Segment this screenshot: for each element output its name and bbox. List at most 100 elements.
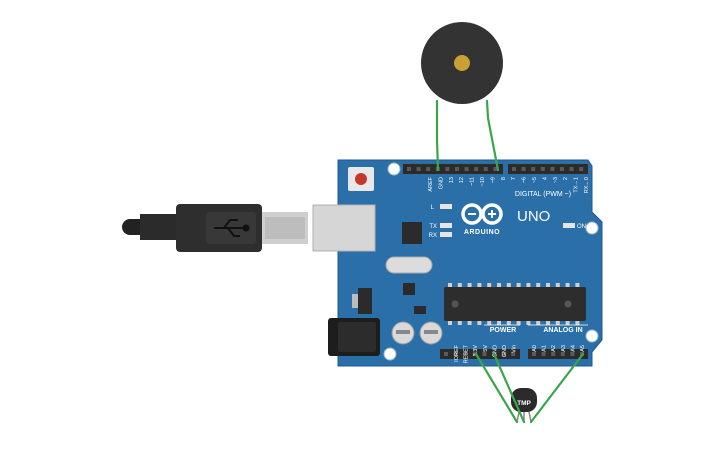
pin-hole[interactable] — [445, 167, 450, 171]
pin-hole[interactable] — [483, 167, 488, 171]
mcu-pin — [575, 283, 580, 287]
pin-hole[interactable] — [521, 167, 526, 171]
mcu-pin — [448, 283, 452, 287]
analog-header-title: ANALOG IN — [543, 327, 582, 334]
mcu-pin — [506, 321, 511, 325]
wires[interactable] — [435, 99, 585, 424]
pin-hole[interactable] — [570, 352, 575, 356]
pin-hole[interactable] — [416, 167, 421, 171]
pin-label: A5 — [580, 345, 586, 352]
pin-hole[interactable] — [426, 167, 431, 171]
sensor-label: TMP — [517, 400, 531, 407]
mcu-pin — [467, 283, 472, 287]
mcu-pin — [536, 283, 541, 287]
digital-header-right — [508, 164, 588, 174]
pin-label: GND — [438, 177, 444, 189]
pin-label: A2 — [551, 345, 557, 352]
pin-label: AREF — [428, 176, 434, 191]
mcu-pin — [477, 283, 482, 287]
mounting-hole — [585, 329, 599, 343]
mcu-pin — [575, 321, 580, 325]
pin-hole[interactable] — [541, 352, 546, 356]
pin-label: ~11 — [470, 177, 476, 186]
mcu-pin — [457, 283, 462, 287]
led-rx-label: RX — [429, 233, 437, 239]
pin-hole[interactable] — [551, 352, 556, 356]
sensor-leg — [528, 411, 532, 423]
pin-hole[interactable] — [560, 352, 565, 356]
pin-hole[interactable] — [407, 167, 411, 171]
analog-header — [528, 349, 588, 359]
pin-hole[interactable] — [474, 167, 479, 171]
digital-header-left — [403, 164, 503, 174]
reset-button[interactable] — [355, 173, 367, 185]
led-tx — [440, 223, 452, 228]
wire-buzzer-gnd[interactable] — [435, 99, 440, 172]
pin-hole[interactable] — [569, 167, 574, 171]
sensor-leg — [516, 411, 520, 423]
mcu-pin — [536, 321, 541, 325]
wire-buzzer-pin8[interactable] — [485, 99, 500, 172]
pin-label: Vin — [512, 345, 518, 353]
pin-label: 13 — [449, 177, 455, 183]
usb-cable[interactable] — [122, 204, 308, 252]
pin-label: RESET — [464, 344, 470, 363]
pin-label: A4 — [570, 345, 576, 352]
pin-hole[interactable] — [512, 167, 516, 171]
mcu-pin — [497, 321, 501, 325]
pin-hole[interactable] — [540, 167, 545, 171]
led-l-label: L — [431, 205, 435, 211]
pin-label: A1 — [542, 345, 548, 352]
pin-hole[interactable] — [472, 352, 477, 356]
pin-hole[interactable] — [444, 352, 448, 356]
mcu-legs — [448, 283, 580, 325]
mounting-hole — [585, 221, 599, 235]
pin-hole[interactable] — [482, 352, 487, 356]
mcu-pin — [555, 283, 560, 287]
pin-hole[interactable] — [532, 352, 536, 356]
usb-controller-chip — [402, 222, 422, 244]
pin-hole[interactable] — [493, 167, 498, 171]
mcu-pin — [497, 283, 501, 287]
mcu-pin — [487, 321, 492, 325]
pin-hole[interactable] — [560, 167, 564, 171]
pin-hole[interactable] — [501, 352, 506, 356]
pin-hole[interactable] — [453, 352, 458, 356]
pin-label: 12 — [459, 177, 465, 183]
pin-label: 7 — [511, 177, 517, 180]
led-on-label: ON — [577, 224, 586, 230]
mcu-dot — [564, 300, 572, 308]
led-on — [563, 223, 575, 228]
small-chip — [403, 283, 415, 295]
pin-hole[interactable] — [463, 352, 468, 356]
wire-a5-sensor[interactable] — [529, 352, 585, 424]
piezo-buzzer[interactable] — [421, 22, 503, 104]
pin-label: ~10 — [480, 177, 486, 186]
pin-label: TX→1 — [574, 177, 580, 193]
mounting-hole — [387, 162, 401, 176]
pin-hole[interactable] — [579, 167, 584, 171]
pin-hole[interactable] — [455, 167, 459, 171]
small-chip — [414, 306, 426, 314]
pin-hole[interactable] — [550, 167, 555, 171]
mcu-pin — [546, 321, 550, 325]
pin-holes — [407, 167, 584, 356]
pin-label: GND — [492, 345, 498, 357]
wire-gnd-sensor[interactable] — [492, 352, 526, 424]
pin-hole[interactable] — [511, 352, 516, 356]
usb-b-port — [312, 204, 376, 252]
usb-plug-metal-inner — [265, 217, 305, 239]
pin-hole[interactable] — [464, 167, 469, 171]
wire-5v-sensor[interactable] — [474, 352, 519, 424]
pin-label: RX←0 — [584, 177, 590, 193]
pin-hole[interactable] — [531, 167, 536, 171]
mcu-pin — [477, 321, 482, 325]
led-l — [440, 204, 452, 209]
pin-label: 5V — [483, 345, 489, 352]
pin-label: ~6 — [522, 177, 528, 183]
arduino-logo-icon — [461, 203, 503, 225]
